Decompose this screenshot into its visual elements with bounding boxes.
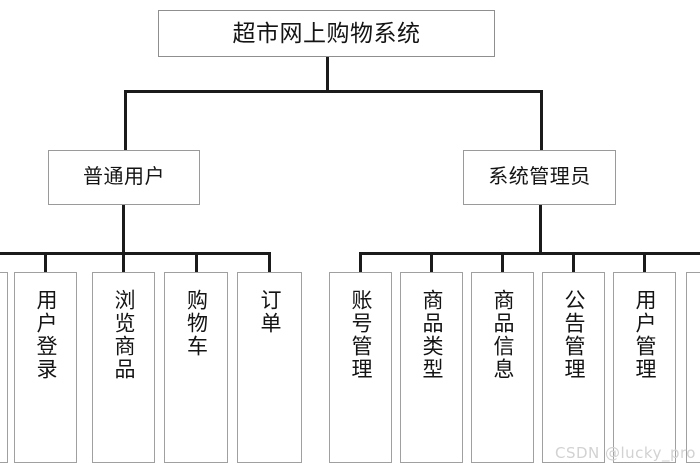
connector-left-bus — [0, 252, 270, 255]
connector-left-drop-2 — [122, 252, 125, 273]
node-label: 普通用户 — [83, 166, 165, 189]
connector-right-drop-2 — [501, 252, 504, 273]
node-user-manage[interactable]: 用户管理 — [613, 272, 676, 463]
node-label: 商品类型 — [420, 289, 444, 381]
connector-right-drop-0 — [359, 252, 362, 273]
node-notice-manage[interactable]: 公告管理 — [542, 272, 605, 463]
connector-drop-system-admin — [540, 90, 543, 150]
node-order[interactable]: 订单 — [237, 272, 302, 463]
connector-left-drop-4 — [268, 252, 271, 273]
node-leaf-clipped-left[interactable] — [0, 272, 8, 463]
node-label: 商品信息 — [491, 289, 515, 381]
node-account-manage[interactable]: 账号管理 — [329, 272, 392, 463]
connector-drop-normal-user — [124, 90, 127, 150]
connector-right-stem — [539, 205, 542, 255]
connector-left-drop-3 — [195, 252, 198, 273]
connector-left-drop-1 — [44, 252, 47, 273]
connector-left-stem — [122, 205, 125, 255]
connector-right-drop-1 — [430, 252, 433, 273]
node-normal-user[interactable]: 普通用户 — [48, 150, 200, 205]
node-shopping-cart[interactable]: 购物车 — [164, 272, 228, 463]
node-label: 浏览商品 — [112, 289, 136, 381]
connector-root-stem — [326, 57, 329, 93]
connector-level2-bus — [124, 90, 543, 93]
node-user-login[interactable]: 用户登录 — [14, 272, 77, 463]
node-label: 订单 — [258, 289, 282, 335]
node-leaf-clipped-right[interactable] — [686, 272, 700, 463]
node-browse-goods[interactable]: 浏览商品 — [92, 272, 155, 463]
node-system-admin[interactable]: 系统管理员 — [463, 150, 616, 205]
node-label: 用户管理 — [633, 289, 657, 381]
connector-right-drop-4 — [643, 252, 646, 273]
node-label: 系统管理员 — [488, 166, 591, 189]
node-label: 账号管理 — [349, 289, 373, 381]
node-goods-category[interactable]: 商品类型 — [400, 272, 463, 463]
node-label: 超市网上购物系统 — [232, 20, 421, 46]
node-goods-info[interactable]: 商品信息 — [471, 272, 534, 463]
node-label: 购物车 — [184, 289, 209, 358]
node-label: 用户登录 — [34, 289, 58, 381]
connector-right-bus — [359, 252, 700, 255]
connector-right-drop-3 — [572, 252, 575, 273]
node-label: 公告管理 — [562, 289, 586, 381]
node-root[interactable]: 超市网上购物系统 — [158, 10, 495, 57]
